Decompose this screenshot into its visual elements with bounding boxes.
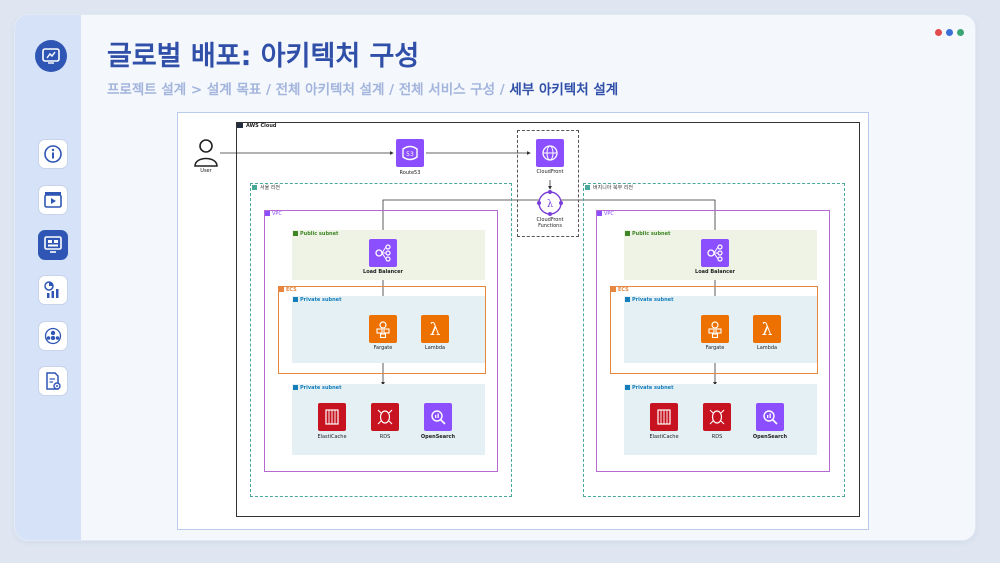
lambda-icon: λ [421,315,449,343]
subnet-lock-icon [625,231,630,236]
ecs-virginia [610,286,818,374]
cloudfront-label: CloudFront [536,169,564,175]
region-seoul-label: 서울 리전 [260,185,280,191]
subnet-lock-icon [625,297,630,302]
window-dots [935,29,964,36]
rds-label: RDS [711,434,723,440]
lambda-label: Lambda [424,345,446,351]
opensearch-label: OpenSearch [752,434,788,440]
route53-icon: 53 [396,139,424,167]
sidebar-item-analytics[interactable] [38,275,68,305]
vpc-seoul-label: VPC [272,211,282,217]
dot-red-icon [935,29,942,36]
ecs-seoul [278,286,486,374]
vpc-virginia [596,210,830,472]
user-icon [192,137,220,167]
cloudfront-functions-icon: λ [536,189,564,217]
info-icon [44,145,62,163]
opensearch-icon [756,403,784,431]
user-label: User [200,168,212,174]
load-balancer-label: Load Balancer [363,269,403,275]
page-title: 글로벌 배포: 아키텍처 구성 [107,41,420,72]
sidebar-item-info[interactable] [38,139,68,169]
cloudfront-icon [536,139,564,167]
load-balancer-icon [369,239,397,267]
opensearch-icon [424,403,452,431]
region-flag-icon [252,185,257,190]
private-subnet-2-virginia-label: Private subnet [632,385,674,391]
region-seoul [250,183,512,497]
sidebar-item-document-settings[interactable] [38,366,68,396]
vpc-virginia-label: VPC [604,211,614,217]
sidebar-item-architecture[interactable] [38,230,68,260]
private-subnet-2-seoul-label: Private subnet [300,385,342,391]
team-icon [44,327,62,345]
aws-cloud-group [236,122,860,517]
opensearch-label: OpenSearch [420,434,456,440]
sidebar-item-video[interactable] [38,185,68,215]
video-icon [44,192,62,208]
fargate-label: Fargate [373,345,393,351]
ecs-icon [611,287,616,292]
breadcrumb-path: 프로젝트 설계 > 설계 목표 / 전체 아키텍처 설계 / 전체 서비스 구성… [107,82,510,98]
subnet-lock-icon [293,231,298,236]
svg-text:λ: λ [762,320,773,339]
subnet-lock-icon [293,297,298,302]
aws-cloud-icon [237,123,243,128]
breadcrumb-current: 세부 아키텍처 설계 [509,82,619,98]
cloudfront-functions-label: CloudFront Functions [536,217,564,229]
route53-label: Route53 [399,170,421,176]
sidebar-item-team[interactable] [38,321,68,351]
fargate-icon [701,315,729,343]
svg-text:λ: λ [547,199,554,210]
region-flag-icon [585,185,590,190]
elasticache-label: ElastiCache [649,434,679,440]
subnet-lock-icon [625,385,630,390]
dot-blue-icon [946,29,953,36]
elasticache-icon [650,403,678,431]
lambda-icon: λ [753,315,781,343]
architecture-diagram: AWS Cloud User 53 Route53 CloudFront λ C… [177,112,869,530]
subnet-lock-icon [293,385,298,390]
document-settings-icon [46,372,61,390]
private-subnet-1-seoul-label: Private subnet [300,297,342,303]
ecs-icon [279,287,284,292]
load-balancer-label: Load Balancer [695,269,735,275]
vpc-seoul [264,210,498,472]
rds-label: RDS [379,434,391,440]
region-virginia-label: 버지니아 북부 리전 [593,185,633,191]
fargate-icon [369,315,397,343]
svg-text:λ: λ [430,320,441,339]
private-subnet-1-virginia-label: Private subnet [632,297,674,303]
breadcrumb: 프로젝트 설계 > 설계 목표 / 전체 아키텍처 설계 / 전체 서비스 구성… [107,78,618,98]
lambda-label: Lambda [756,345,778,351]
vpc-icon [597,211,602,216]
dot-green-icon [957,29,964,36]
architecture-icon [44,236,62,253]
fargate-label: Fargate [705,345,725,351]
ecs-virginia-label: ECS [618,287,629,293]
elasticache-icon [318,403,346,431]
region-virginia [583,183,845,497]
rds-icon [703,403,731,431]
aws-cloud-label: AWS Cloud [246,123,277,129]
public-subnet-virginia-label: Public subnet [632,231,671,237]
rds-icon [371,403,399,431]
ecs-seoul-label: ECS [286,287,297,293]
public-subnet-seoul-label: Public subnet [300,231,339,237]
presentation-logo-icon [35,40,67,72]
analytics-icon [44,281,59,298]
load-balancer-icon [701,239,729,267]
elasticache-label: ElastiCache [317,434,347,440]
cloudfront-group [517,130,579,237]
vpc-icon [265,211,270,216]
svg-text:53: 53 [406,151,414,158]
